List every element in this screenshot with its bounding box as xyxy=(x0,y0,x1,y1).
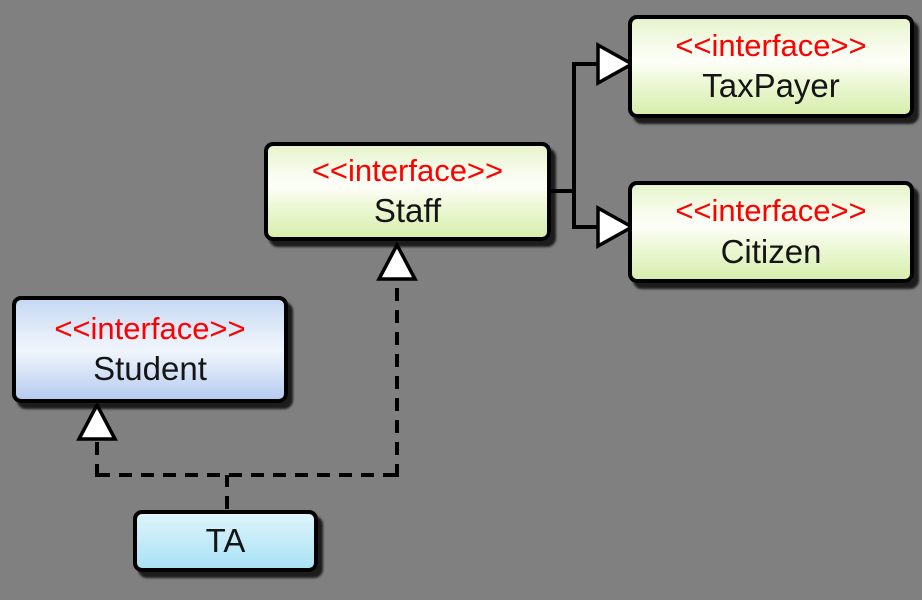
generalization-arrowhead-citizen xyxy=(596,205,636,249)
realization-arrowhead-staff xyxy=(376,241,418,281)
node-staff-stereotype: <<interface>> xyxy=(311,152,504,188)
node-staff-name: Staff xyxy=(373,192,442,230)
node-citizen-stereotype: <<interface>> xyxy=(675,193,867,228)
realization-arrowhead-student xyxy=(76,401,118,441)
node-taxpayer-name: TaxPayer xyxy=(702,67,840,105)
node-staff[interactable]: <<interface>> Staff xyxy=(264,142,551,241)
node-taxpayer-stereotype: <<interface>> xyxy=(675,27,867,63)
node-student[interactable]: <<interface>> Student xyxy=(12,296,288,403)
node-ta[interactable]: TA xyxy=(133,510,318,572)
node-student-stereotype: <<interface>> xyxy=(54,310,246,346)
node-citizen-name: Citizen xyxy=(720,232,822,270)
generalization-arrowhead-taxpayer xyxy=(596,42,636,86)
node-citizen[interactable]: <<interface>> Citizen xyxy=(628,181,914,283)
node-ta-name: TA xyxy=(205,522,246,560)
node-taxpayer[interactable]: <<interface>> TaxPayer xyxy=(628,15,914,118)
node-student-name: Student xyxy=(93,350,207,388)
